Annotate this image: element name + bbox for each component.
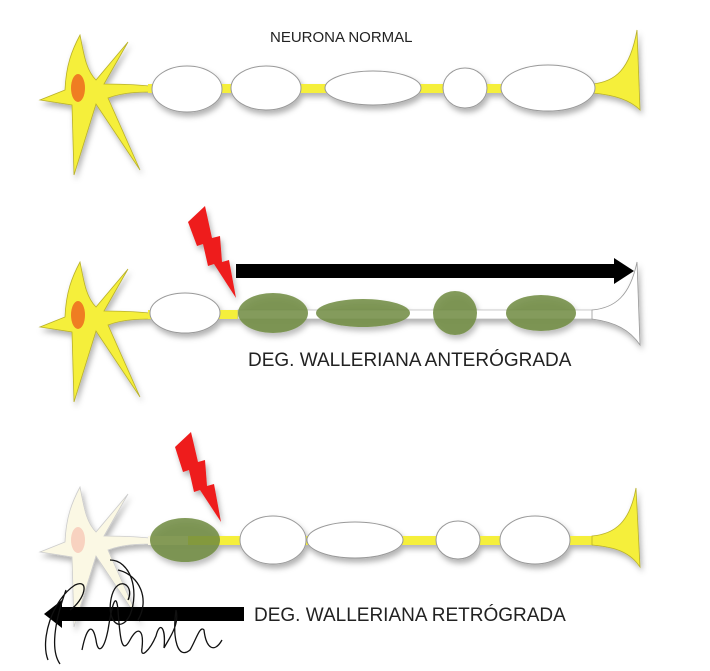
myelin-sheath <box>500 64 596 112</box>
arrow-right-icon <box>236 258 634 284</box>
axon-terminal-degenerated <box>591 261 641 347</box>
myelin-sheath <box>230 65 302 111</box>
myelin-sheath <box>435 520 481 560</box>
degenerated-myelin <box>316 299 410 327</box>
signature <box>44 559 223 665</box>
degenerated-myelin <box>150 518 220 562</box>
myelin-sheath <box>239 515 307 565</box>
label-retrograde: DEG. WALLERIANA RETRÓGRADA <box>254 604 566 626</box>
label-anterograde: DEG. WALLERIANA ANTERÓGRADA <box>248 349 572 371</box>
axon-terminal <box>591 487 641 569</box>
degenerated-myelin <box>433 291 477 335</box>
cell-body-pale <box>38 485 151 628</box>
nucleus <box>71 301 85 329</box>
title-normal: NEURONA NORMAL <box>270 29 413 46</box>
myelin-sheath <box>499 515 571 565</box>
myelin-sheath <box>442 67 488 109</box>
myelin-sheath <box>324 70 422 106</box>
degenerated-myelin <box>238 293 308 333</box>
myelin-sheath <box>151 65 223 113</box>
myelin-sheath <box>306 521 404 559</box>
nucleus <box>71 74 85 102</box>
anterograde-neuron <box>38 260 641 403</box>
normal-neuron <box>38 29 641 176</box>
cell-body <box>38 33 151 176</box>
myelin-sheath <box>149 292 221 334</box>
lightning-bolt-icon <box>175 432 221 522</box>
axon-terminal <box>591 29 641 112</box>
lightning-bolt-icon <box>188 206 236 298</box>
retrograde-neuron <box>38 485 641 628</box>
nucleus-pale <box>71 527 85 553</box>
degenerated-myelin <box>506 295 576 331</box>
cell-body <box>38 260 151 403</box>
